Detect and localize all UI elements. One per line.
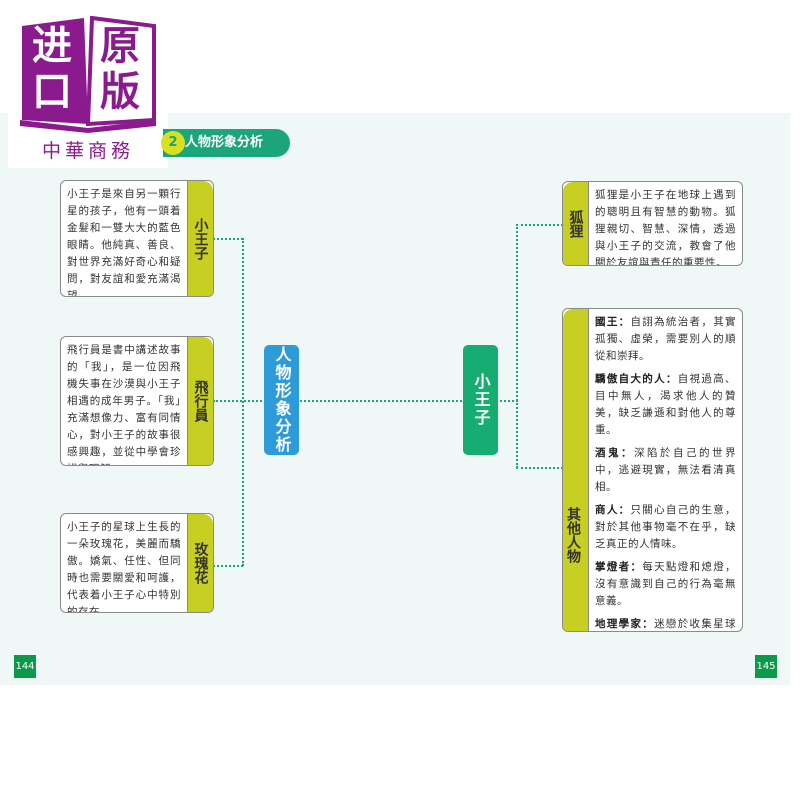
- book-icon: [20, 16, 156, 133]
- center-node: 人物形象分析: [264, 345, 299, 455]
- card-text: 小王子是來自另一顆行星的孩子，他有一頭着金髮和一雙大大的藍色眼睛。他純真、善良、…: [67, 188, 181, 297]
- entry-desc: 迷戀於收集星球的數據，卻缺乏真正的探索和體驗。: [654, 618, 737, 630]
- card-text: 飛行員是書中講述故事的「我」，是一位因飛機失事在沙漠與小王子相遇的成年男子。「我…: [67, 344, 181, 465]
- entry: 驕傲自大的人：自視過高、目中無人，渴求他人的贊美，缺乏謙遜和對他人的尊重。: [595, 371, 736, 439]
- entry: 商人：只關心自己的生意，對於其他事物毫不在乎，缺乏真正的人情味。: [595, 502, 736, 553]
- entry: 地理學家：迷戀於收集星球的數據，卻缺乏真正的探索和體驗。: [595, 616, 737, 631]
- card-entries: 國王：自詡為統治者，其實孤獨、虛榮，需要別人的順從和崇拜。 驕傲自大的人：自視過…: [589, 309, 742, 631]
- character-card: 飛行員是書中講述故事的「我」，是一位因飛機失事在沙漠與小王子相遇的成年男子。「我…: [60, 336, 214, 466]
- entry-name: 驕傲自大的人：: [595, 373, 678, 385]
- entry-desc: 只關心自己的生意，對於其他事物毫不在乎，缺乏真正的人情味。: [595, 504, 737, 550]
- connector-line: [516, 467, 563, 469]
- entry-name: 酒鬼：: [595, 447, 634, 459]
- connector-line: [213, 400, 518, 402]
- entry: 酒鬼：深陷於自己的世界中，逃避現實，無法看清真相。: [595, 445, 736, 496]
- entry-name: 地理學家：: [595, 618, 655, 630]
- page-number-right: 145: [755, 655, 777, 678]
- entry-desc: 深陷於自己的世界中，逃避現實，無法看清真相。: [595, 447, 736, 493]
- publisher-name: 中華商務: [41, 140, 134, 162]
- entry-name: 商人：: [595, 504, 631, 516]
- hub-node: 小王子: [463, 345, 498, 455]
- card-text: 小王子的星球上生長的一朵玫瑰花，美麗而驕傲。嬌氣、任性、但同時也需要關愛和呵護，…: [67, 521, 181, 613]
- character-card: 小王子是來自另一顆行星的孩子，他有一頭着金髮和一雙大大的藍色眼睛。他純真、善良、…: [60, 180, 214, 297]
- page-number-left: 144: [14, 655, 36, 678]
- connector-line: [242, 238, 244, 566]
- connector-line: [213, 565, 243, 567]
- character-card: 狐狸 狐狸是小王子在地球上遇到的聰明且有智慧的動物。狐狸親切、智慧、深情，透過與…: [562, 181, 743, 266]
- card-tab: 其他人物: [563, 309, 589, 631]
- connector-line: [516, 224, 563, 226]
- entry-name: 國王：: [595, 316, 631, 328]
- card-tab: 飛行員: [187, 337, 213, 465]
- entry-name: 掌燈者：: [595, 561, 643, 573]
- card-tab: 小王子: [187, 181, 213, 296]
- entry: 國王：自詡為統治者，其實孤獨、虛榮，需要別人的順從和崇拜。: [595, 314, 736, 365]
- connector-line: [213, 238, 243, 240]
- logo-char: 口: [32, 68, 72, 115]
- logo: 进 口 原 版 中華商務: [8, 8, 168, 168]
- section-number: 2: [161, 131, 185, 155]
- character-card: 小王子的星球上生長的一朵玫瑰花，美麗而驕傲。嬌氣、任性、但同時也需要關愛和呵護，…: [60, 513, 214, 613]
- card-tab: 狐狸: [563, 182, 589, 265]
- logo-char: 版: [100, 68, 140, 115]
- logo-char: 原: [100, 22, 140, 69]
- entry-desc: 自視過高、目中無人，渴求他人的贊美，缺乏謙遜和對他人的尊重。: [595, 373, 737, 436]
- section-title-text: 人物形象分析: [185, 135, 264, 150]
- section-title: 2 人物形象分析: [161, 129, 290, 157]
- card-tab: 玫瑰花: [187, 514, 213, 612]
- card-text: 狐狸是小王子在地球上遇到的聰明且有智慧的動物。狐狸親切、智慧、深情，透過與小王子…: [595, 189, 736, 266]
- entry-desc: 自詡為統治者，其實孤獨、虛榮，需要別人的順從和崇拜。: [595, 316, 737, 362]
- connector-line: [516, 224, 518, 468]
- other-characters-card: 其他人物 國王：自詡為統治者，其實孤獨、虛榮，需要別人的順從和崇拜。 驕傲自大的…: [562, 308, 743, 632]
- entry-desc: 每天點燈和熄燈，沒有意識到自己的行為毫無意義。: [595, 561, 737, 607]
- logo-char: 进: [32, 22, 72, 69]
- entry: 掌燈者：每天點燈和熄燈，沒有意識到自己的行為毫無意義。: [595, 559, 736, 610]
